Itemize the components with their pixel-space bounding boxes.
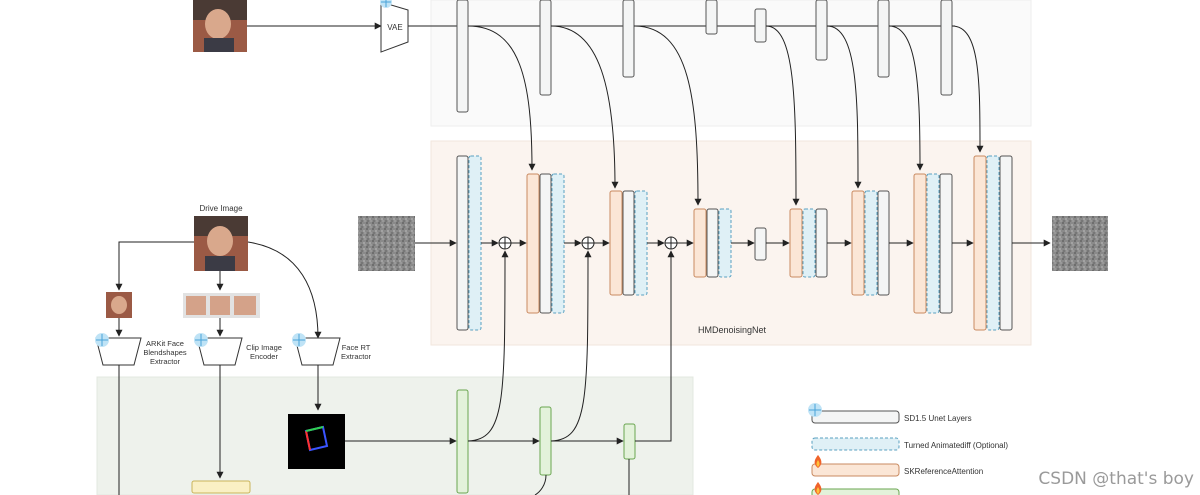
snowflake-icon	[95, 333, 109, 347]
control-layer	[539, 406, 552, 476]
ref-unet-layer	[705, 0, 718, 35]
control-layer	[456, 389, 469, 494]
animatediff-layer	[468, 155, 482, 331]
unet-layer	[939, 173, 953, 314]
legend-swatch-control	[811, 488, 900, 495]
snowflake-icon	[808, 403, 822, 417]
clip-label-1: Clip Image	[246, 343, 282, 352]
vae-label: VAE	[387, 23, 402, 32]
reference-attention-layer	[913, 173, 927, 314]
reference-attention-layer	[526, 173, 540, 314]
legend-swatch-animatediff	[811, 437, 900, 451]
add-node	[664, 236, 678, 250]
animatediff-layer	[926, 173, 940, 314]
legend-label-animatediff: Turned Animatediff (Optional)	[904, 441, 1008, 450]
clip-projection-block	[191, 480, 251, 494]
ref-unet-layer	[877, 0, 890, 78]
ref-unet-layer	[456, 0, 469, 113]
reference-attention-layer	[693, 208, 707, 278]
unet-layer	[706, 208, 719, 278]
ref-unet-layer	[539, 0, 552, 96]
ref-unet-mid	[754, 8, 767, 43]
control-panel	[96, 376, 694, 495]
legend-swatch-reference	[811, 463, 900, 477]
control-residual-links	[467, 250, 675, 495]
legend-label-reference: SKReferenceAttention	[904, 467, 983, 476]
cropped-face-image	[106, 292, 132, 318]
arkit-label-3: Extractor	[150, 357, 181, 366]
drive-face-image	[194, 216, 248, 271]
arkit-label-1: ARKit Face	[146, 339, 184, 348]
drive-image-label: Drive Image	[199, 204, 243, 213]
clip-image-encoder	[196, 337, 243, 366]
face-rt-label-1: Face RT	[342, 343, 371, 352]
reference-attention-layer	[973, 155, 987, 331]
animatediff-layer	[551, 173, 565, 314]
legend-label-unet: SD1.5 Unet Layers	[904, 414, 972, 423]
extractor-output-links	[118, 365, 322, 495]
clip-label-2: Encoder	[250, 352, 278, 361]
snowflake-icon	[194, 333, 208, 347]
unet-mid-block	[754, 227, 767, 261]
arkit-extractor	[95, 337, 142, 366]
unet-layer	[815, 208, 828, 278]
unet-layer	[877, 190, 890, 296]
watermark: CSDN @that's boy	[1038, 469, 1194, 489]
drive-branch-links	[115, 241, 322, 339]
fire-icon	[814, 482, 822, 495]
animatediff-layer	[864, 190, 878, 296]
animatediff-layer	[634, 190, 648, 296]
unet-layer	[456, 155, 469, 331]
vae-encoder	[380, 1, 409, 53]
snowflake-icon	[292, 333, 306, 347]
add-node	[581, 236, 595, 250]
unet-layer	[622, 190, 635, 296]
unet-layer	[539, 173, 552, 314]
add-node	[498, 236, 512, 250]
unet-layer	[999, 155, 1013, 331]
face-rt-label-2: Extractor	[341, 352, 372, 361]
animatediff-layer	[802, 208, 816, 278]
output-noise-latent	[1052, 216, 1108, 271]
arkit-label-2: Blendshapes	[143, 348, 187, 357]
face-rt-extractor	[294, 337, 341, 366]
face-pose-render	[288, 414, 345, 469]
ref-unet-layer	[622, 0, 635, 78]
control-layer	[623, 423, 636, 460]
reference-attention-layer	[609, 190, 623, 296]
input-noise-latent	[358, 216, 415, 271]
reference-unet-panel	[430, 0, 1032, 127]
animatediff-layer	[986, 155, 1000, 331]
snowflake-icon	[380, 0, 392, 8]
animatediff-layer	[718, 208, 732, 278]
ref-unet-layer	[940, 0, 953, 96]
denoising-net-label: HMDenoisingNet	[698, 325, 767, 335]
eye-mouth-crops	[183, 293, 260, 318]
reference-attention-layer	[851, 190, 865, 296]
legend-swatch-unet	[811, 410, 900, 424]
ref-unet-layer	[815, 0, 828, 61]
reference-attention-layer	[789, 208, 803, 278]
reference-face-image	[193, 0, 247, 52]
legend: SD1.5 Unet Layers Turned Animatediff (Op…	[808, 403, 1008, 495]
fire-icon	[814, 455, 822, 468]
reference-attention-links	[467, 25, 984, 206]
